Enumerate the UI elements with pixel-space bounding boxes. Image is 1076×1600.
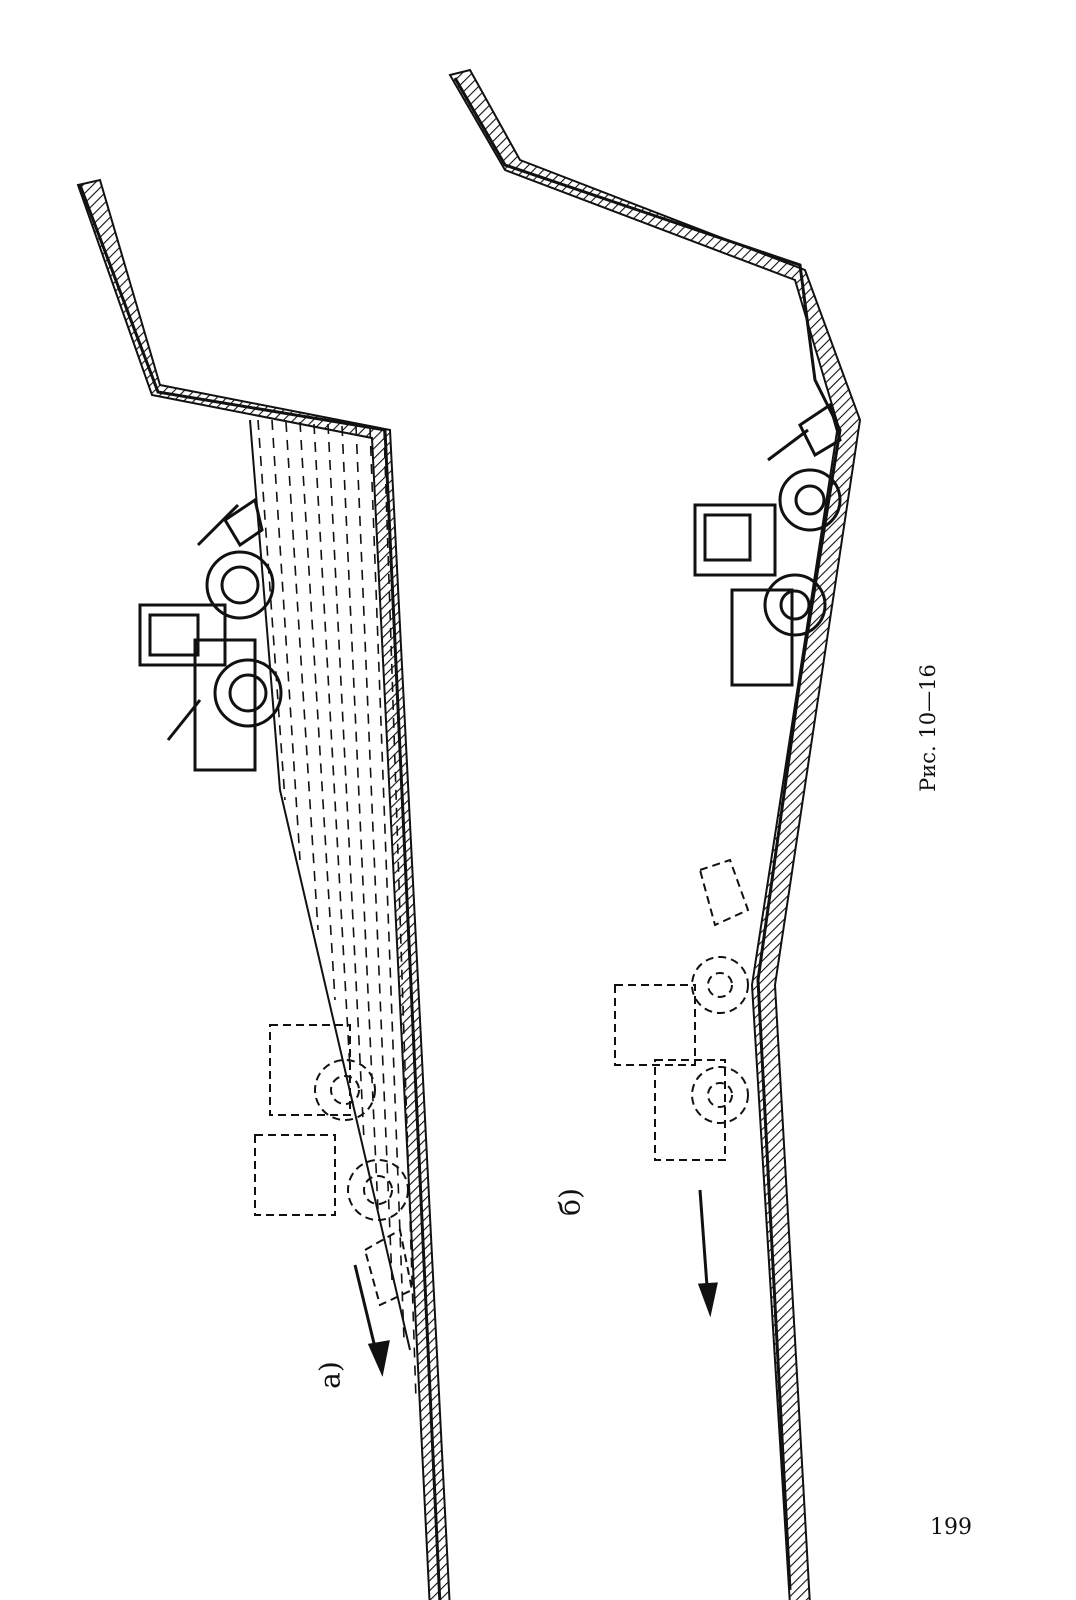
panel-a-vehicle: [138, 497, 283, 772]
panel-b-ghost-vehicle: [614, 858, 750, 1161]
panel-b-direction-arrow: [697, 1189, 718, 1318]
panel-a-ghost-vehicle: [254, 1024, 414, 1307]
panel-a-direction-arrow: [353, 1264, 390, 1377]
panel-a-drawing: [76, 178, 451, 1600]
panel-b-vehicle: [693, 402, 842, 687]
panel-b-drawing: [448, 68, 862, 1600]
panel-b-ground: [448, 68, 862, 1600]
panel-a-ground: [76, 178, 451, 1600]
panel-a-label: а): [313, 1361, 347, 1389]
page-number: 199: [930, 1515, 972, 1540]
panel-b-label: б): [553, 1188, 587, 1216]
figure-caption: Рис. 10—16: [916, 664, 940, 792]
